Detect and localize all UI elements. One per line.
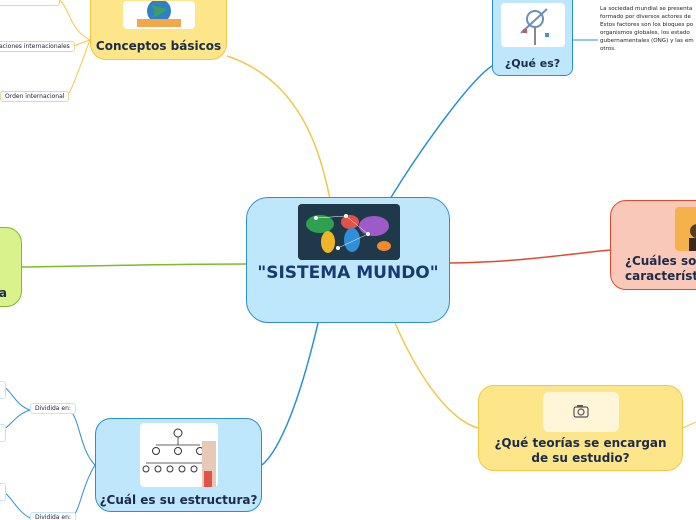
leaf-edge-1[interactable]: [0, 381, 6, 399]
world-map-image: [298, 204, 400, 260]
globe-image: [123, 1, 195, 29]
leaf-edge-3[interactable]: [0, 483, 6, 501]
branch-teorias-label: ¿Qué teorías se encargan de su estudio?: [494, 436, 667, 465]
line-que-es: [389, 65, 493, 200]
line-cuales: [449, 249, 611, 264]
leaf-relaciones[interactable]: aciones internacionales: [0, 41, 75, 52]
branch-estructura[interactable]: ¿Cuál es su estructura?: [95, 418, 262, 512]
camera-placeholder: [543, 392, 619, 432]
que-es-note: La sociedad mundial se presenta formado …: [600, 5, 696, 63]
leaf-dividida-bottom[interactable]: Dividida en:: [30, 512, 76, 520]
person-image: [675, 207, 696, 251]
satellite-image: [501, 3, 565, 47]
branch-cuales[interactable]: ¿Cuáles son sus características?: [610, 200, 696, 290]
branch-left[interactable]: a: [0, 227, 22, 307]
line-teorias: [394, 322, 479, 429]
leaf-orden[interactable]: Orden internacional: [0, 91, 70, 102]
branch-conceptos-label: Conceptos básicos: [95, 39, 222, 53]
branch-cuales-label: ¿Cuáles son sus características?: [625, 254, 696, 283]
branch-teorias[interactable]: ¿Qué teorías se encargan de su estudio?: [478, 385, 683, 471]
leaf-top-partial[interactable]: [0, 0, 60, 6]
branch-left-label: a: [0, 286, 7, 300]
central-topic[interactable]: "SISTEMA MUNDO": [246, 197, 450, 323]
line-estructura: [261, 322, 319, 466]
leaf-edge-2[interactable]: [0, 424, 6, 442]
camera-icon: [573, 405, 589, 418]
line-conceptos: [226, 55, 331, 200]
org-chart-image: [140, 423, 218, 487]
line-left: [21, 263, 247, 268]
central-title: "SISTEMA MUNDO": [257, 263, 439, 283]
branch-que-es[interactable]: ¿Qué es?: [492, 0, 573, 76]
branch-estructura-label: ¿Cuál es su estructura?: [99, 493, 258, 507]
leaf-dividida[interactable]: Dividida en:: [30, 403, 76, 414]
branch-que-es-label: ¿Qué es?: [504, 57, 561, 70]
branch-conceptos[interactable]: Conceptos básicos: [90, 0, 227, 60]
